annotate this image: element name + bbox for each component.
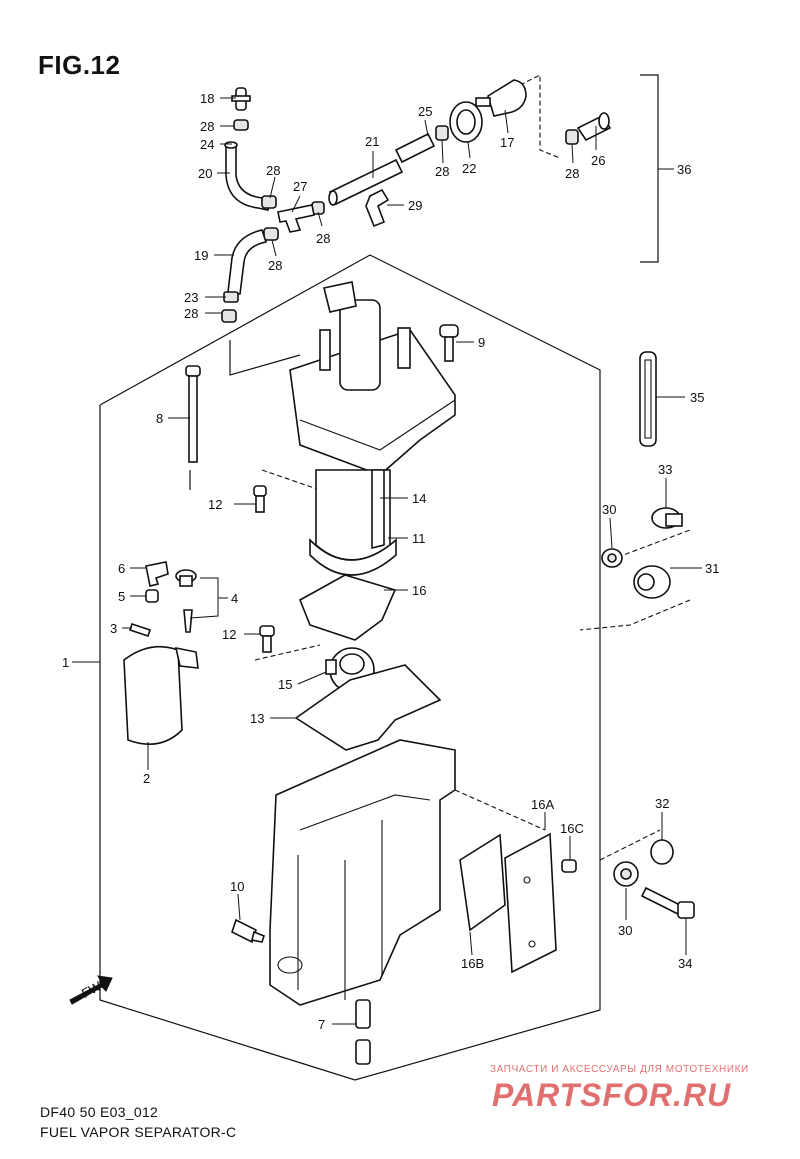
- callout-28: 28: [184, 306, 198, 321]
- fwd-label: FWD: [79, 974, 112, 1001]
- washer-32: [650, 839, 674, 865]
- callout-16b: 16B: [461, 956, 484, 971]
- tee-fitting-27: [277, 204, 315, 233]
- clip-29: [365, 188, 390, 228]
- callout-28: 28: [565, 166, 579, 181]
- mount-31: [633, 565, 671, 599]
- separator-body-11: [309, 469, 397, 576]
- bracket-36: [640, 74, 659, 263]
- fwd-arrow-icon: [69, 975, 113, 1005]
- callout-36: 36: [677, 162, 691, 177]
- bolt-34: [640, 886, 695, 919]
- callout-21: 21: [365, 134, 379, 149]
- callout-22: 22: [462, 161, 476, 176]
- callout-28: 28: [435, 164, 449, 179]
- hose-26: [576, 112, 612, 142]
- screw-10: [231, 918, 265, 944]
- needle-valve-4: [175, 569, 197, 633]
- grommet-30-upper: [601, 548, 623, 568]
- screw-5: [145, 589, 159, 603]
- callout-28: 28: [268, 258, 282, 273]
- ring-22: [449, 101, 483, 143]
- figure-name: FUEL VAPOR SEPARATOR-C: [40, 1124, 237, 1140]
- leader-lines: [72, 97, 702, 1025]
- fitting-18: [231, 87, 251, 111]
- callout-3: 3: [110, 621, 117, 636]
- watermark-logo: PARTSFOR.RU: [492, 1077, 731, 1112]
- screw-12-upper: [253, 485, 267, 513]
- callout-16: 16: [412, 583, 426, 598]
- callout-6: 6: [118, 561, 125, 576]
- callout-31: 31: [705, 561, 719, 576]
- callout-2: 2: [143, 771, 150, 786]
- strap-35: [639, 351, 657, 447]
- callout-9: 9: [478, 335, 485, 350]
- callout-27: 27: [293, 179, 307, 194]
- hose-19: [227, 229, 268, 295]
- pin-7: [355, 999, 371, 1065]
- callout-23: 23: [184, 290, 198, 305]
- callout-32: 32: [655, 796, 669, 811]
- figure-code: DF40 50 E03_012: [40, 1104, 159, 1120]
- watermark-tagline: ЗАПЧАСТИ И АКСЕССУАРЫ ДЛЯ МОТОТЕХНИКИ: [490, 1064, 749, 1075]
- callout-7: 7: [318, 1017, 325, 1032]
- callout-29: 29: [408, 198, 422, 213]
- gasket-16b: [459, 833, 506, 932]
- callout-8: 8: [156, 411, 163, 426]
- callout-15: 15: [278, 677, 292, 692]
- callout-35: 35: [690, 390, 704, 405]
- watermark-logo-text: PARTSFOR.RU: [492, 1077, 731, 1112]
- screw-12-lower: [259, 625, 275, 653]
- collar-33: [651, 507, 683, 529]
- gasket-16: [298, 574, 397, 641]
- lower-case: [269, 739, 456, 1006]
- separator-top-cover: [289, 281, 456, 476]
- callout-28: 28: [316, 231, 330, 246]
- grommet-30-lower: [613, 861, 639, 887]
- callout-11: 11: [412, 531, 426, 546]
- callout-1: 1: [62, 655, 69, 670]
- callout-10: 10: [230, 879, 244, 894]
- callout-26: 26: [591, 153, 605, 168]
- float-arm-6: [145, 561, 169, 587]
- callout-20: 20: [198, 166, 212, 181]
- dashed-connectors: [254, 74, 691, 861]
- callout-28: 28: [200, 119, 214, 134]
- callout-18: 18: [200, 91, 214, 106]
- clamp-25-28: [435, 125, 449, 141]
- callout-28: 28: [266, 163, 280, 178]
- hose-21: [328, 132, 436, 206]
- callout-12: 12: [208, 497, 222, 512]
- float-2: [123, 645, 199, 746]
- callout-25: 25: [418, 104, 432, 119]
- figure-title: FIG.12: [38, 50, 121, 80]
- bolt-8: [185, 365, 201, 463]
- callout-14: 14: [412, 491, 426, 506]
- gasket-13: [294, 664, 442, 751]
- bolt-9: [439, 324, 459, 362]
- clamp-28-top: [233, 119, 249, 131]
- clamp-23-28: [221, 291, 239, 323]
- callout-17: 17: [500, 135, 514, 150]
- callout-12: 12: [222, 627, 236, 642]
- cover-16a: [504, 832, 557, 974]
- callout-5: 5: [118, 589, 125, 604]
- filter-17: [475, 79, 527, 117]
- callout-24: 24: [200, 137, 214, 152]
- callout-13: 13: [250, 711, 264, 726]
- assembly-frame: [99, 254, 601, 1081]
- callout-19: 19: [194, 248, 208, 263]
- callout-16a: 16A: [531, 797, 554, 812]
- callout-33: 33: [658, 462, 672, 477]
- callout-34: 34: [678, 956, 692, 971]
- screw-16c: [561, 859, 577, 873]
- callout-30: 30: [618, 923, 632, 938]
- pin-3: [128, 622, 152, 638]
- callout-4: 4: [231, 591, 238, 606]
- clamp-28-right: [565, 129, 579, 145]
- callout-30: 30: [602, 502, 616, 517]
- callout-16c: 16C: [560, 821, 584, 836]
